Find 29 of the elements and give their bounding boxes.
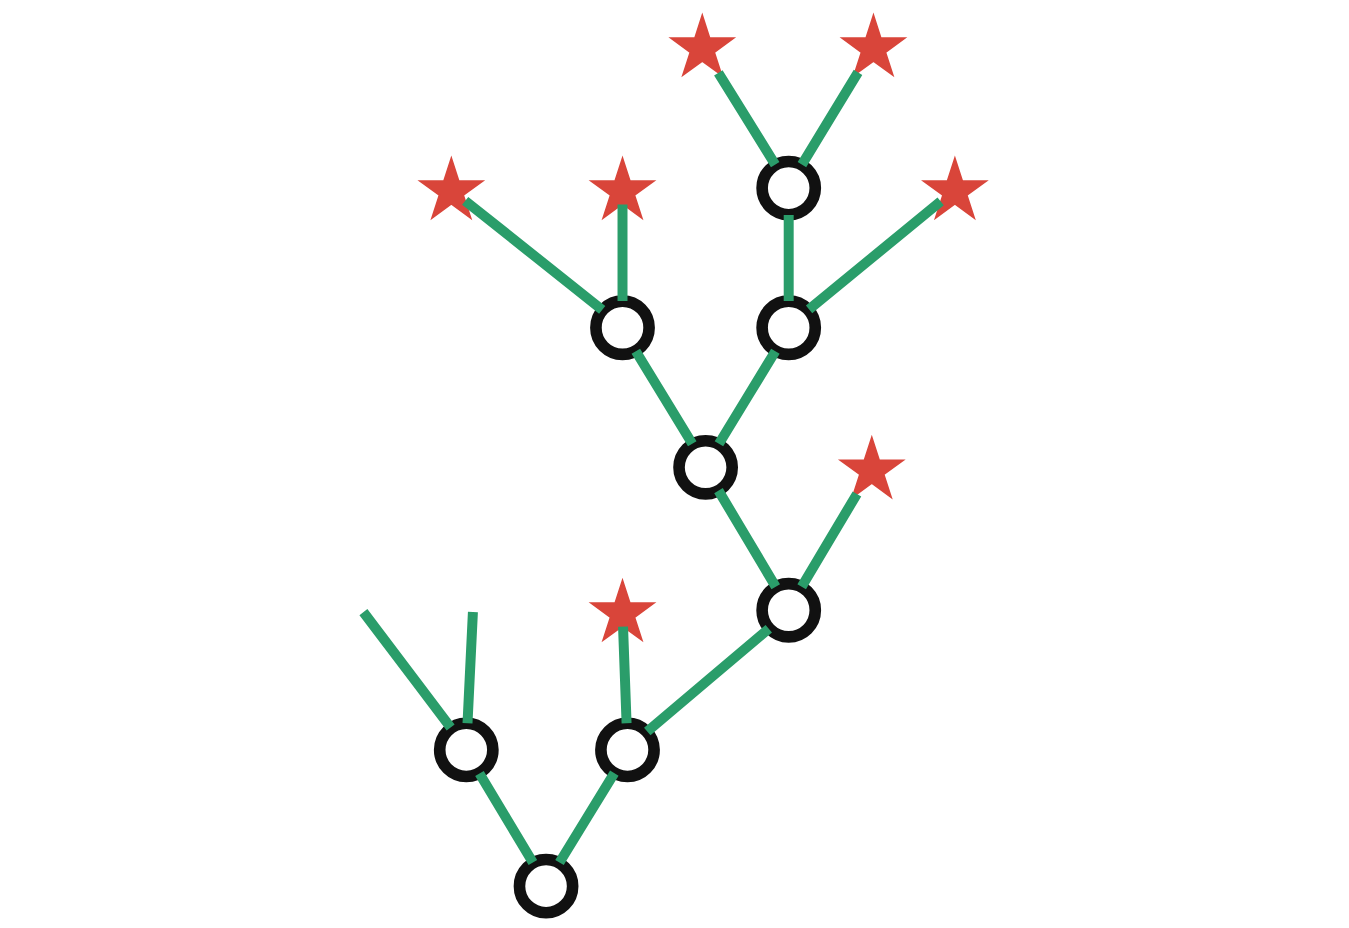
node-cross [921,155,989,221]
node-circle [756,295,822,361]
node-cross [588,577,657,643]
connector [714,348,780,447]
connector [797,491,862,590]
node-cross [417,155,486,221]
node-cross [839,12,908,78]
connector [644,624,772,736]
node-cross [668,12,737,78]
connector [714,70,780,168]
connector [462,196,606,314]
node-circle [756,155,822,221]
connector [797,69,863,168]
node-circle [513,853,579,919]
connector [475,770,538,866]
node-circle [590,295,655,361]
connector [359,609,455,731]
connector [714,488,780,590]
node-circle [756,577,822,643]
node-cross [588,155,657,221]
connector [555,770,619,866]
node-circle [433,717,499,783]
node-circle [595,717,660,783]
connector [805,197,944,314]
node-circle [673,434,738,500]
connector [462,611,478,724]
connector [631,348,697,447]
node-cross [837,434,906,500]
connector [783,215,794,302]
